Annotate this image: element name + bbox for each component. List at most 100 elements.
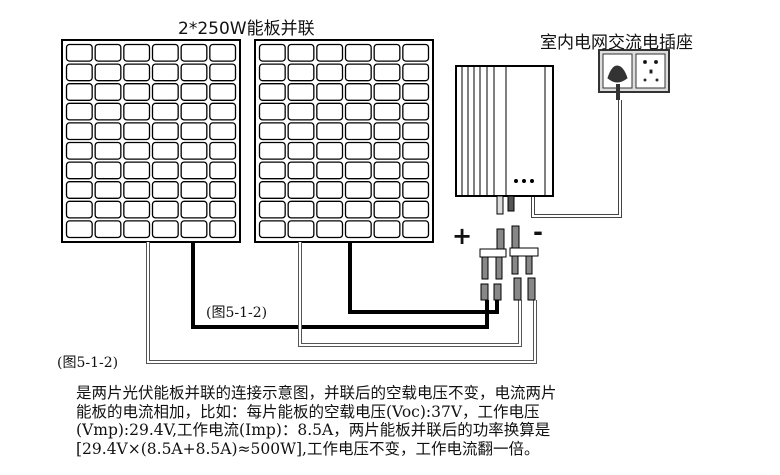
micro-inverter bbox=[455, 65, 554, 215]
solar-panel-left bbox=[61, 39, 241, 243]
plug-icon bbox=[607, 65, 628, 83]
figure-ref: (图5-1-2) bbox=[206, 305, 268, 321]
solar-cell bbox=[94, 141, 122, 160]
solar-cell bbox=[344, 122, 372, 141]
solar-cell bbox=[209, 141, 237, 160]
solar-cell bbox=[287, 141, 315, 160]
solar-cell bbox=[123, 161, 151, 180]
solar-cell bbox=[151, 122, 179, 141]
solar-cell bbox=[287, 200, 315, 219]
solar-cell bbox=[151, 161, 179, 180]
solar-cell bbox=[94, 181, 122, 199]
solar-cell bbox=[402, 220, 430, 239]
solar-cell bbox=[65, 181, 93, 199]
solar-cell bbox=[258, 220, 286, 239]
solar-cell bbox=[344, 83, 372, 101]
solar-cell bbox=[373, 200, 401, 219]
solar-cell bbox=[123, 63, 151, 82]
solar-cell bbox=[151, 83, 179, 101]
solar-cell bbox=[123, 181, 151, 199]
solar-cell bbox=[65, 63, 93, 82]
solar-cell bbox=[258, 200, 286, 219]
solar-cell bbox=[402, 181, 430, 199]
solar-cell bbox=[287, 181, 315, 199]
solar-cell bbox=[65, 83, 93, 101]
solar-cell bbox=[123, 102, 151, 121]
solar-cell bbox=[65, 161, 93, 180]
solar-cell bbox=[123, 122, 151, 141]
solar-cell bbox=[94, 102, 122, 121]
solar-cell bbox=[65, 200, 93, 219]
solar-cell bbox=[209, 200, 237, 219]
solar-cell bbox=[180, 141, 208, 160]
solar-cell bbox=[402, 102, 430, 121]
solar-cell bbox=[151, 220, 179, 239]
solar-cell bbox=[180, 220, 208, 239]
solar-cell bbox=[180, 181, 208, 199]
solar-cell bbox=[402, 63, 430, 82]
solar-cell bbox=[94, 43, 122, 62]
solar-cell bbox=[180, 63, 208, 82]
description-line: [29.4V×(8.5A+8.5A)≈500W],工作电压不变，工作电流翻一倍。 bbox=[76, 439, 540, 458]
solar-cell bbox=[258, 83, 286, 101]
socket-label: 室内电网交流电插座 bbox=[540, 33, 693, 53]
solar-cell bbox=[180, 200, 208, 219]
positive-label: + bbox=[452, 222, 473, 250]
solar-cell bbox=[287, 161, 315, 180]
solar-cell bbox=[344, 102, 372, 121]
solar-cell bbox=[373, 102, 401, 121]
solar-cell bbox=[94, 83, 122, 101]
solar-cell bbox=[258, 63, 286, 82]
solar-cell bbox=[373, 83, 401, 101]
wires bbox=[146, 100, 622, 364]
solar-cell bbox=[123, 200, 151, 219]
solar-cell bbox=[316, 200, 344, 219]
solar-cell bbox=[180, 83, 208, 101]
solar-cell bbox=[94, 161, 122, 180]
solar-cell bbox=[94, 200, 122, 219]
wall-socket bbox=[598, 49, 670, 100]
solar-cell bbox=[402, 141, 430, 160]
solar-cell bbox=[316, 63, 344, 82]
solar-cell bbox=[344, 220, 372, 239]
solar-cell bbox=[344, 43, 372, 62]
figure-ref: (图5-1-2) bbox=[57, 355, 119, 371]
solar-cell bbox=[65, 141, 93, 160]
solar-cell bbox=[316, 141, 344, 160]
solar-cell bbox=[402, 83, 430, 101]
description: 是两片光伏能板并联的连接示意图，并联后的空载电压不变，电流两片 能板的电流相加，… bbox=[76, 384, 557, 458]
solar-cell bbox=[209, 181, 237, 199]
solar-cell bbox=[402, 161, 430, 180]
description-line: (Vmp):29.4V,工作电流(Imp)：8.5A，两片能板并联后的功率换算是 bbox=[76, 421, 551, 439]
solar-cell bbox=[123, 220, 151, 239]
solar-cell bbox=[373, 63, 401, 82]
solar-cell bbox=[180, 161, 208, 180]
solar-cell bbox=[373, 181, 401, 199]
solar-cell bbox=[123, 141, 151, 160]
solar-cell bbox=[402, 43, 430, 62]
solar-cell bbox=[373, 122, 401, 141]
solar-cell bbox=[287, 63, 315, 82]
solar-cell bbox=[287, 83, 315, 101]
solar-cell bbox=[209, 83, 237, 101]
solar-cell bbox=[151, 181, 179, 199]
solar-cell bbox=[180, 122, 208, 141]
solar-cell bbox=[258, 43, 286, 62]
solar-cell bbox=[65, 122, 93, 141]
negative-label: - bbox=[533, 218, 543, 246]
solar-cell bbox=[209, 63, 237, 82]
description-line: 能板的电流相加，比如：每片能板的空载电压(Voc):37V，工作电压 bbox=[76, 402, 540, 421]
solar-cell bbox=[316, 83, 344, 101]
solar-cell bbox=[209, 122, 237, 141]
solar-cell bbox=[316, 102, 344, 121]
solar-cell bbox=[287, 220, 315, 239]
solar-cell bbox=[373, 161, 401, 180]
solar-cell bbox=[402, 200, 430, 219]
solar-cell bbox=[180, 102, 208, 121]
solar-cell bbox=[258, 102, 286, 121]
solar-cell bbox=[316, 43, 344, 62]
solar-cell bbox=[373, 43, 401, 62]
solar-cell bbox=[151, 63, 179, 82]
